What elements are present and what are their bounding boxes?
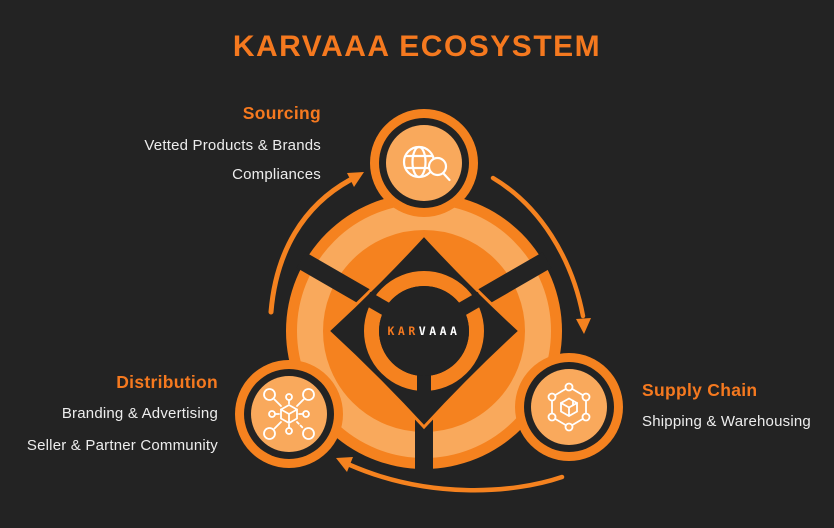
- logo-part-1: KAR: [387, 324, 419, 338]
- sourcing-node-fill: [386, 125, 462, 201]
- karvaaa-logo: KARVAAA: [344, 324, 504, 338]
- distribution-line-1: Branding & Advertising: [61, 405, 218, 422]
- distribution-node: [235, 360, 343, 468]
- distribution-line-2: Seller & Partner Community: [26, 437, 218, 454]
- package-hexagon-icon: [547, 382, 591, 432]
- sourcing-label-block: Sourcing Vetted Products & Brands Compli…: [144, 103, 321, 195]
- supply-chain-line-1: Shipping & Warehousing: [642, 413, 811, 430]
- supply-chain-node: [515, 353, 623, 461]
- sourcing-line-2: Compliances: [232, 166, 321, 183]
- arrow-to-supply-chain: [490, 175, 591, 334]
- logo-disc: [379, 286, 469, 376]
- logo-part-2: VAAA: [418, 324, 461, 338]
- distribution-label-block: Distribution Branding & Advertising Sell…: [27, 372, 218, 469]
- sourcing-line-1: Vetted Products & Brands: [144, 137, 321, 154]
- sourcing-node: [370, 109, 478, 217]
- distribution-title: Distribution: [116, 372, 218, 392]
- arrow-to-sourcing: [268, 172, 364, 315]
- arrow-to-distribution: [336, 457, 565, 493]
- distribution-network-icon: [263, 388, 315, 440]
- sourcing-title: Sourcing: [242, 103, 321, 123]
- supply-chain-label-block: Supply Chain Shipping & Warehousing: [642, 380, 811, 430]
- globe-search-icon: [402, 145, 451, 182]
- supply-chain-title: Supply Chain: [642, 380, 758, 400]
- page-title: KARVAAA ECOSYSTEM: [232, 30, 602, 63]
- cycle-arrows: [268, 172, 591, 493]
